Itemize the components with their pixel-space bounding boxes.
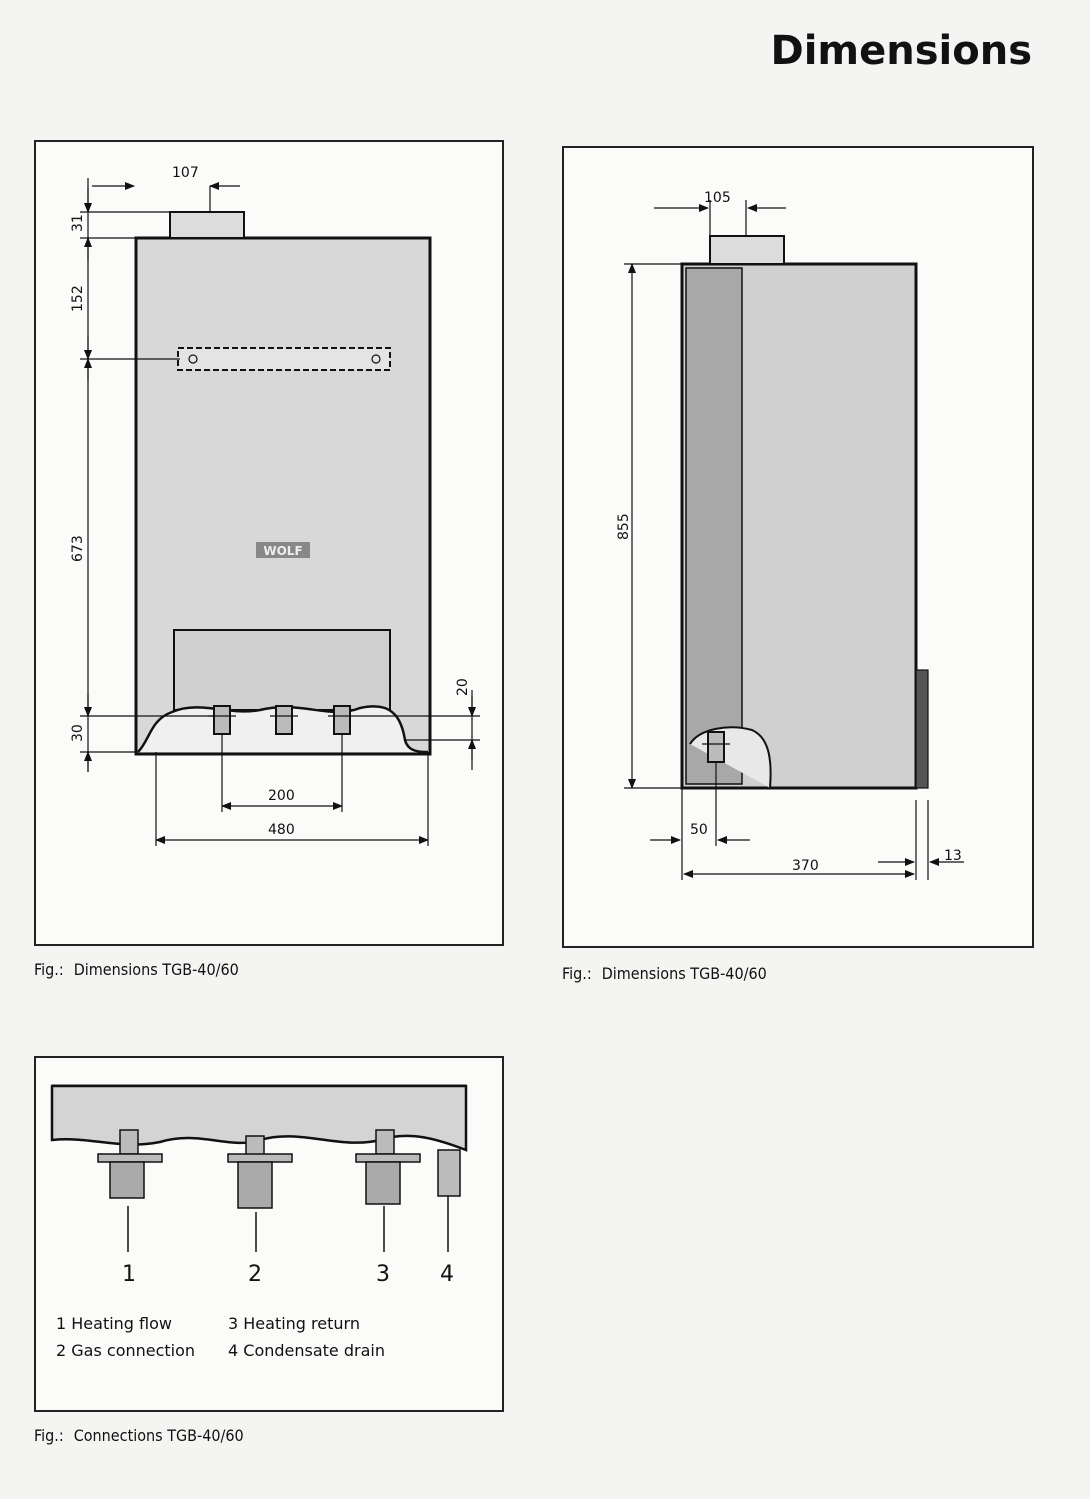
legend-item: 4 Condensate drain	[228, 1341, 385, 1368]
connections-legend-left: 1 Heating flow 2 Gas connection	[56, 1314, 195, 1368]
caption-text: Connections TGB-40/60	[74, 1426, 244, 1445]
connection-number-2: 2	[248, 1262, 262, 1287]
legend-item: 2 Gas connection	[56, 1341, 195, 1368]
legend-item: 1 Heating flow	[56, 1314, 195, 1341]
legend-item: 3 Heating return	[228, 1314, 385, 1341]
connections-legend-right: 3 Heating return 4 Condensate drain	[228, 1314, 385, 1368]
connection-number-1: 1	[122, 1262, 136, 1287]
caption-prefix: Fig.:	[34, 1426, 64, 1445]
connection-number-3: 3	[376, 1262, 390, 1287]
connections-caption: Fig.: Connections TGB-40/60	[34, 1426, 244, 1445]
connection-number-4: 4	[440, 1262, 454, 1287]
